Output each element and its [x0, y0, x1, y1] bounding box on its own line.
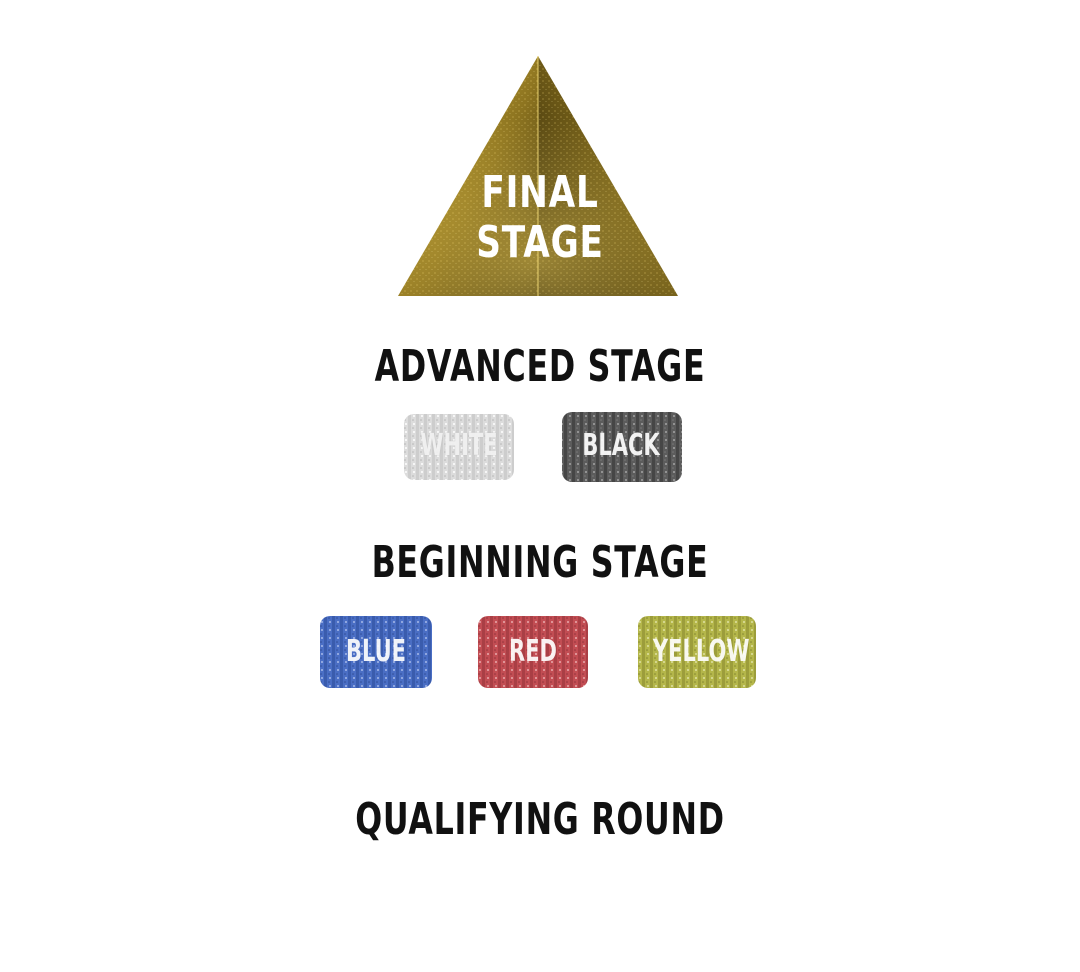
badge-black-label: BLACK: [582, 428, 660, 463]
badge-white: WHITE: [400, 406, 518, 486]
badge-yellow-label: YELLOW: [652, 634, 750, 669]
badge-red-brush: [478, 616, 588, 688]
advanced-stage-title: ADVANCED STAGE: [374, 341, 706, 392]
badge-red-label: RED: [509, 634, 557, 669]
badge-black-brush: [562, 412, 682, 482]
badge-black: BLACK: [556, 406, 686, 486]
qualifying-round-title: QUALIFYING ROUND: [355, 794, 725, 845]
pyramid-graphic: [398, 56, 678, 296]
badge-yellow: YELLOW: [634, 612, 760, 692]
badge-yellow-brush: [638, 616, 756, 688]
final-stage-label: FINAL STAGE: [429, 168, 651, 268]
final-stage-pyramid: [398, 56, 678, 298]
final-stage-line2: STAGE: [476, 217, 604, 268]
badge-blue-label: BLUE: [345, 634, 407, 669]
badge-blue-brush: [320, 616, 432, 688]
beginning-stage-title: BEGINNING STAGE: [371, 537, 709, 588]
badge-white-label: WHITE: [420, 428, 498, 463]
badge-white-brush: [404, 414, 514, 480]
final-stage-line1: FINAL: [481, 167, 599, 218]
badge-red: RED: [474, 612, 592, 692]
badge-blue: BLUE: [316, 612, 436, 692]
